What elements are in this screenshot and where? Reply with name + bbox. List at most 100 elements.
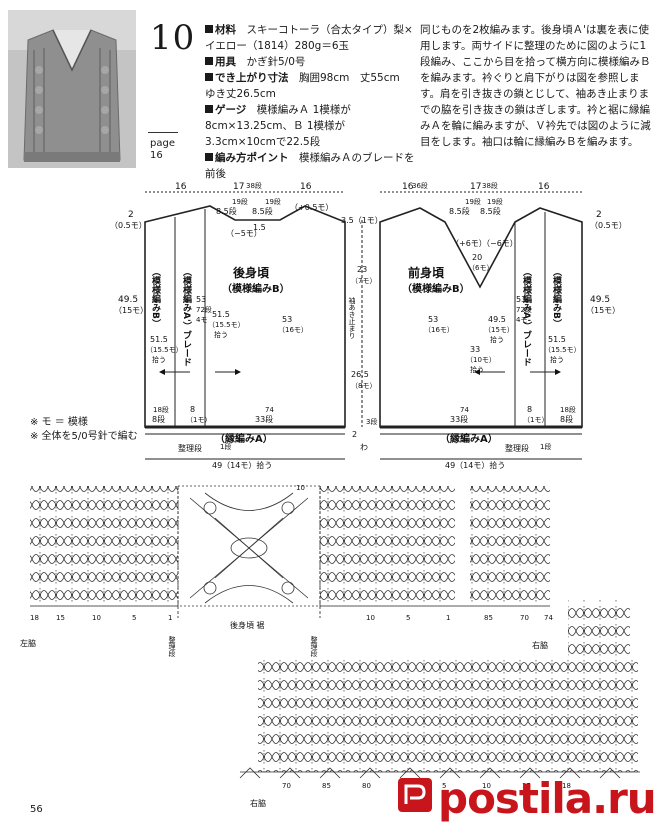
front-height-left-mo: （15モ） <box>484 326 514 334</box>
back-side-label-a: （模様編みA'）ブレード <box>181 267 193 367</box>
front-width-mid: 17 <box>470 182 481 192</box>
middle-armhole: 23 <box>357 265 367 274</box>
back-center-right: 53 <box>282 315 292 324</box>
chart-lower-num-3: 80 <box>362 782 371 790</box>
back-height-inner-mo: （15.5モ） <box>146 346 183 354</box>
page-ref-number: 16 <box>150 150 163 161</box>
middle-hem-w: 2 <box>352 430 357 439</box>
front-v-depth: 20 <box>472 253 482 262</box>
back-braid-rows2: 72段 <box>196 305 212 314</box>
front-hem: （縁編みA） <box>440 432 498 445</box>
chart-lower-num-7: 15 <box>522 782 531 790</box>
page-ref-divider <box>148 132 178 133</box>
front-braid-rows2: 72段 <box>516 305 532 314</box>
chart-left-side: 左脇 <box>20 638 36 648</box>
front-title: 前身頃 <box>408 265 445 280</box>
front-height-total-mo: （15モ） <box>586 306 620 315</box>
front-width-right: 16 <box>538 182 550 192</box>
front-subtitle: （模様編みB） <box>402 282 470 295</box>
chart-lower-num-2: 85 <box>322 782 331 790</box>
front-braid-rows3: 4モ <box>516 316 527 324</box>
back-hem-label: 整理段 <box>178 443 202 453</box>
front-bottom-side2: 8段 <box>560 414 573 424</box>
chart-block-right <box>470 486 550 606</box>
notes: ※ モ ＝ 模様 ※ 全体を5/0号針で編む <box>30 416 138 444</box>
front-bottom-braid2: （1モ） <box>523 416 548 424</box>
front-bottom-braid: 8 <box>527 405 532 414</box>
front-center-left-mo: （16モ） <box>424 326 454 334</box>
back-dec-right: （+0.5モ） <box>290 203 333 212</box>
garment-photo <box>8 10 136 168</box>
middle-top: 3.5（1モ） <box>341 216 383 225</box>
page-number: 56 <box>30 804 43 815</box>
back-center-height-note: 拾う <box>214 330 228 339</box>
front-height-left: 49.5 <box>488 315 506 324</box>
front-height-center-note: 拾う <box>470 365 484 374</box>
front-height-center-mo: （10モ） <box>466 356 496 364</box>
bullet-square-icon <box>205 57 213 65</box>
back-bottom-74: 74 <box>265 406 274 414</box>
chart-organize-left: 整理段 <box>168 635 176 658</box>
front-height-inner-note: 拾う <box>550 355 564 364</box>
middle-lower-mo: （8モ） <box>351 382 376 390</box>
front-side-label-a: （模様編みA'）ブレード <box>521 267 533 367</box>
chart-row-mark: 18 <box>30 614 39 622</box>
back-height-inner-note: 拾う <box>152 355 166 364</box>
back-center-height-mo: （15.5モ） <box>208 321 245 329</box>
back-width-left: 16 <box>175 182 187 192</box>
front-side-label-b: （模様編みB） <box>551 267 563 328</box>
chart-lower-num-6: 10 <box>482 782 491 790</box>
spec-size: でき上がり寸法 胸囲98cm 丈55cm ゆき丈26.5cm <box>205 72 411 100</box>
front-bottom-74: 74 <box>460 406 469 414</box>
chart-block-mid <box>320 486 455 606</box>
front-height-left-note: 拾う <box>490 335 504 344</box>
back-bottom-side2: 8段 <box>152 414 165 424</box>
front-neck-rows-left: 36段 <box>412 181 428 190</box>
back-width-right: 16 <box>300 182 312 192</box>
chart-block-left <box>30 486 178 606</box>
spec-points: 編み方ポイント 模様編みＡのブレードを前後 <box>205 152 415 180</box>
front-height-inner-mo: （15.5モ） <box>544 346 581 354</box>
note-needle: ※ 全体を5/0号針で編む <box>30 431 138 442</box>
chart-num-4: 1 <box>168 614 172 622</box>
chart-rnum-4: 85 <box>484 614 493 622</box>
back-center-right-mo: （16モ） <box>278 326 308 334</box>
front-side-top: 2 <box>596 210 602 220</box>
chart-rnum-3: 1 <box>446 614 450 622</box>
chart-right-side: 右脇 <box>532 640 548 650</box>
middle-lower: 26.5 <box>351 370 369 379</box>
bullet-square-icon <box>205 153 213 161</box>
watermark-text: postila.ru <box>438 774 657 823</box>
front-shoulder-left: 19段 <box>465 197 481 206</box>
vest-illustration <box>8 10 136 168</box>
back-shoulder-dim-right: 8.5段 <box>252 206 273 216</box>
back-center-height: 51.5 <box>212 310 230 319</box>
crochet-chart: 10 18 15 10 5 1 後身頃 裾 整理段 整理段 10 5 1 85 … <box>20 484 640 808</box>
chart-center-label: 後身頃 裾 <box>230 620 265 630</box>
chart-num-1: 15 <box>56 614 65 622</box>
back-side-label-b: （模様編みB） <box>150 267 162 328</box>
front-shoulder-right: 19段 <box>487 197 503 206</box>
page-reference: page 16 <box>150 138 175 162</box>
front-pick: 49（14モ）拾う <box>445 460 505 470</box>
back-shoulder-right: 19段 <box>265 197 281 206</box>
chart-block-lower <box>258 660 638 772</box>
front-v-inc-right: （−6モ） <box>482 239 518 248</box>
pattern-number: 10 <box>150 18 196 58</box>
front-braid-rows: 53 <box>516 295 526 304</box>
back-width-mid: 17 <box>233 182 244 192</box>
chart-organize-right: 整理段 <box>310 635 318 658</box>
front-v-depth-mo: （6モ） <box>468 264 493 272</box>
front-neck-rows-mid: 38段 <box>482 181 498 190</box>
chart-lower-label: 右脇 <box>250 798 266 808</box>
front-shoulder-dim-right: 8.5段 <box>480 206 501 216</box>
bullet-square-icon <box>205 25 213 33</box>
chart-rnum-5: 70 <box>520 614 529 622</box>
chart-lower-num-8: 18 <box>562 782 571 790</box>
back-height-total-mo: （15モ） <box>114 306 148 315</box>
middle-hem-w2: わ <box>360 443 368 452</box>
chart-lower-num-1: 70 <box>282 782 291 790</box>
middle-sleeve-stop: 袖あき止まり <box>348 296 356 339</box>
chart-rnum-2: 5 <box>406 614 410 622</box>
chart-rnum-end: 74 <box>544 614 553 622</box>
